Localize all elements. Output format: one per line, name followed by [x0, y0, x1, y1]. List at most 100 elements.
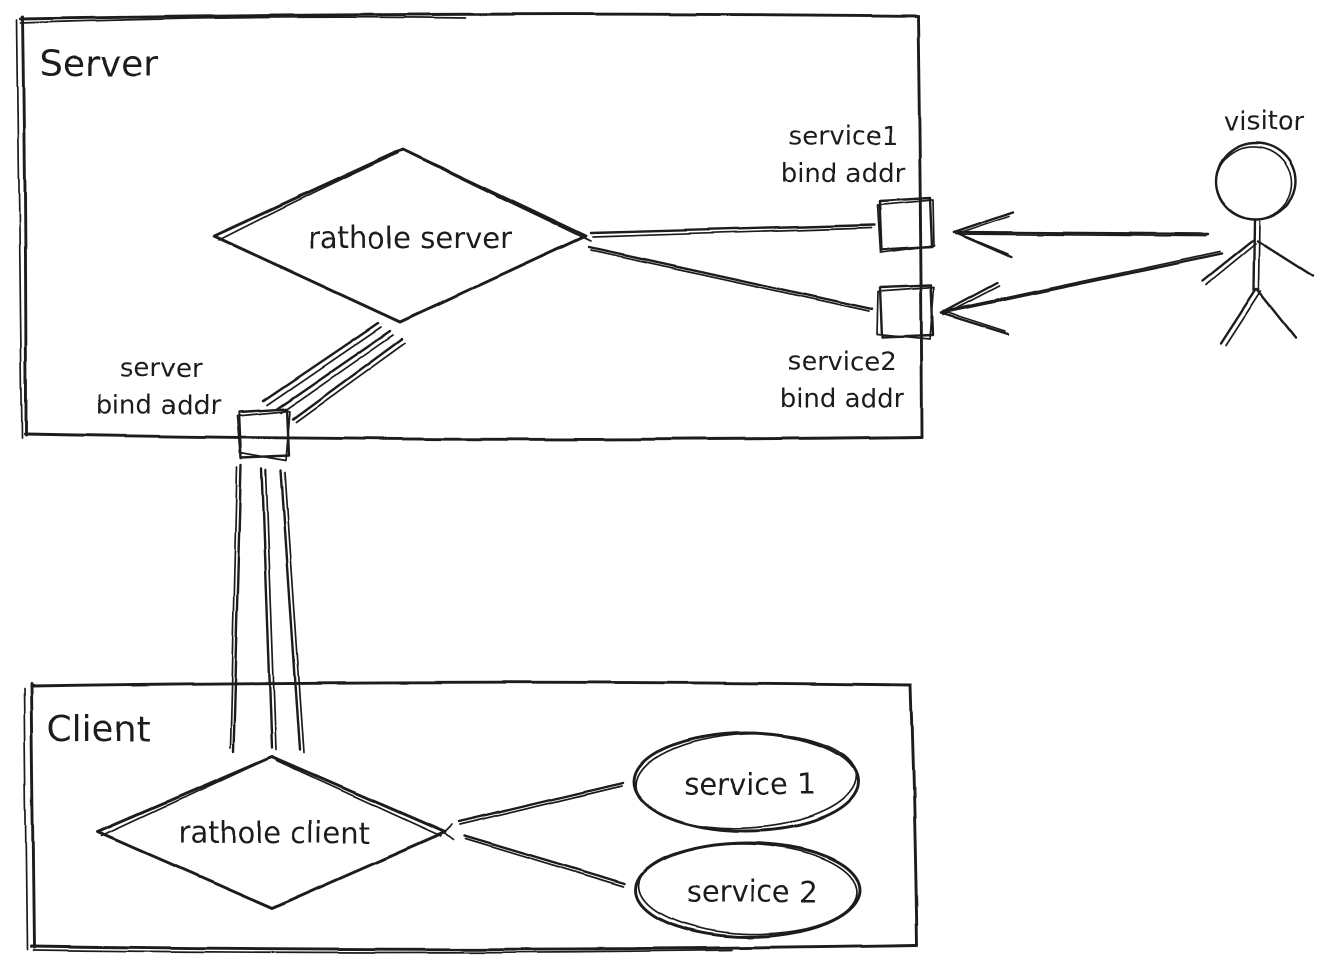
- stick-figure-head: [1215, 146, 1293, 220]
- bind-addr-square: [236, 410, 291, 462]
- tunnel-server-to-bind: [261, 321, 406, 423]
- edge-client-to-service2: [462, 834, 627, 888]
- client-box-border: [23, 688, 28, 950]
- server-bind-label-line1: server: [120, 354, 203, 384]
- service1-label: service 1: [684, 767, 816, 801]
- edge-server-to-service1-bind: [589, 223, 877, 238]
- diamond-shape: [101, 759, 267, 837]
- tunnel-line: [291, 337, 404, 421]
- stick-figure-body: [1258, 220, 1261, 291]
- arrowhead: [956, 232, 1009, 255]
- client-box-label: Client: [47, 709, 151, 750]
- diamond-shape: [96, 755, 447, 910]
- client-box-border: [29, 682, 36, 949]
- tunnel-line: [260, 467, 274, 750]
- arrowhead: [955, 215, 1010, 235]
- arrow-line: [943, 251, 1221, 312]
- edge-line: [459, 785, 623, 826]
- rathole-server-label: rathole server: [308, 221, 512, 255]
- server-box-border: [16, 19, 23, 439]
- stick-figure-leg: [1219, 287, 1258, 345]
- tunnel-line: [266, 326, 382, 406]
- diamond-shape: [212, 147, 588, 324]
- service1-bind-port: service1 bind addr: [781, 122, 935, 254]
- bind-addr-square: [878, 284, 935, 339]
- tunnel-line: [229, 466, 238, 749]
- edge-line: [464, 838, 625, 888]
- stick-figure-arm: [1256, 239, 1315, 278]
- client-box-border: [29, 680, 913, 688]
- stick-figure-arm: [1205, 243, 1257, 286]
- stick-figure-body: [1252, 218, 1257, 292]
- service2-bind-label-line2: bind addr: [780, 384, 905, 414]
- diamond-shape: [276, 760, 442, 837]
- bind-addr-square: [878, 196, 934, 252]
- rathole-server-node: rathole server: [212, 147, 592, 324]
- client-box-border: [909, 683, 919, 947]
- edge-line: [592, 227, 873, 238]
- server-box-border: [21, 15, 28, 437]
- diamond-shape: [443, 824, 454, 841]
- service1-bind-label-line1: service1: [788, 122, 898, 152]
- ellipse-shape: [632, 731, 860, 833]
- edge-line: [457, 781, 625, 824]
- edge-line: [462, 834, 627, 886]
- arrow-visitor-to-service2-bind: [939, 251, 1224, 336]
- edge-line: [590, 249, 870, 312]
- tunnel-line: [279, 469, 302, 752]
- tunnel-line: [231, 463, 243, 754]
- tunnel-line: [261, 321, 380, 403]
- ellipse-shape: [635, 732, 857, 830]
- service1-bind-label-line2: bind addr: [781, 159, 906, 189]
- server-bind-label-line2: bind addr: [96, 391, 221, 421]
- server-box-border: [23, 432, 924, 441]
- stick-figure-leg: [1255, 287, 1298, 340]
- server-box: Server: [16, 12, 924, 441]
- bind-addr-square: [876, 287, 935, 340]
- edge-line: [589, 223, 877, 235]
- arrowhead: [942, 310, 1006, 332]
- server-box-border: [20, 16, 467, 24]
- server-box-border: [916, 14, 924, 439]
- visitor-actor: visitor: [1201, 107, 1315, 346]
- arrow-visitor-to-service1-bind: [952, 210, 1210, 259]
- server-box-label: Server: [40, 44, 158, 85]
- tunnel-line: [265, 469, 277, 751]
- tunnel-line: [280, 334, 394, 414]
- arrow-line: [939, 252, 1224, 315]
- ellipse-shape: [638, 843, 858, 935]
- stick-figure-leg: [1225, 290, 1262, 346]
- diamond-shape: [218, 152, 399, 241]
- tunnel-line: [275, 329, 392, 411]
- tunnel-line: [284, 472, 305, 754]
- client-box-border: [32, 949, 733, 954]
- edge-client-to-service1: [457, 781, 625, 826]
- tunnel-bind-to-client: [229, 463, 305, 754]
- edge-line: [587, 245, 874, 311]
- tunnel-line: [295, 342, 406, 423]
- arrowhead: [952, 210, 1015, 234]
- service2-node: service 2: [634, 841, 862, 939]
- arrow-line: [956, 233, 1207, 237]
- arrowhead: [939, 281, 999, 315]
- stick-figure-head: [1214, 141, 1298, 221]
- arrow-line: [952, 230, 1210, 236]
- arrowhead: [942, 285, 1000, 316]
- visitor-label: visitor: [1224, 107, 1304, 137]
- service2-bind-label-line1: service2: [787, 347, 897, 377]
- rathole-client-label: rathole client: [178, 816, 370, 850]
- service1-node: service 1: [632, 731, 860, 833]
- client-box-border: [29, 943, 919, 951]
- server-box-border: [19, 12, 920, 21]
- bind-addr-square: [877, 199, 935, 254]
- service2-label: service 2: [686, 875, 818, 909]
- ellipse-shape: [634, 841, 862, 939]
- bind-addr-square: [237, 407, 291, 460]
- server-bind-port: server bind addr: [96, 354, 291, 462]
- client-box: Client: [23, 680, 919, 954]
- arrowhead: [939, 311, 1010, 336]
- stick-figure-arm: [1201, 238, 1256, 283]
- stick-figure-icon: [1201, 141, 1315, 346]
